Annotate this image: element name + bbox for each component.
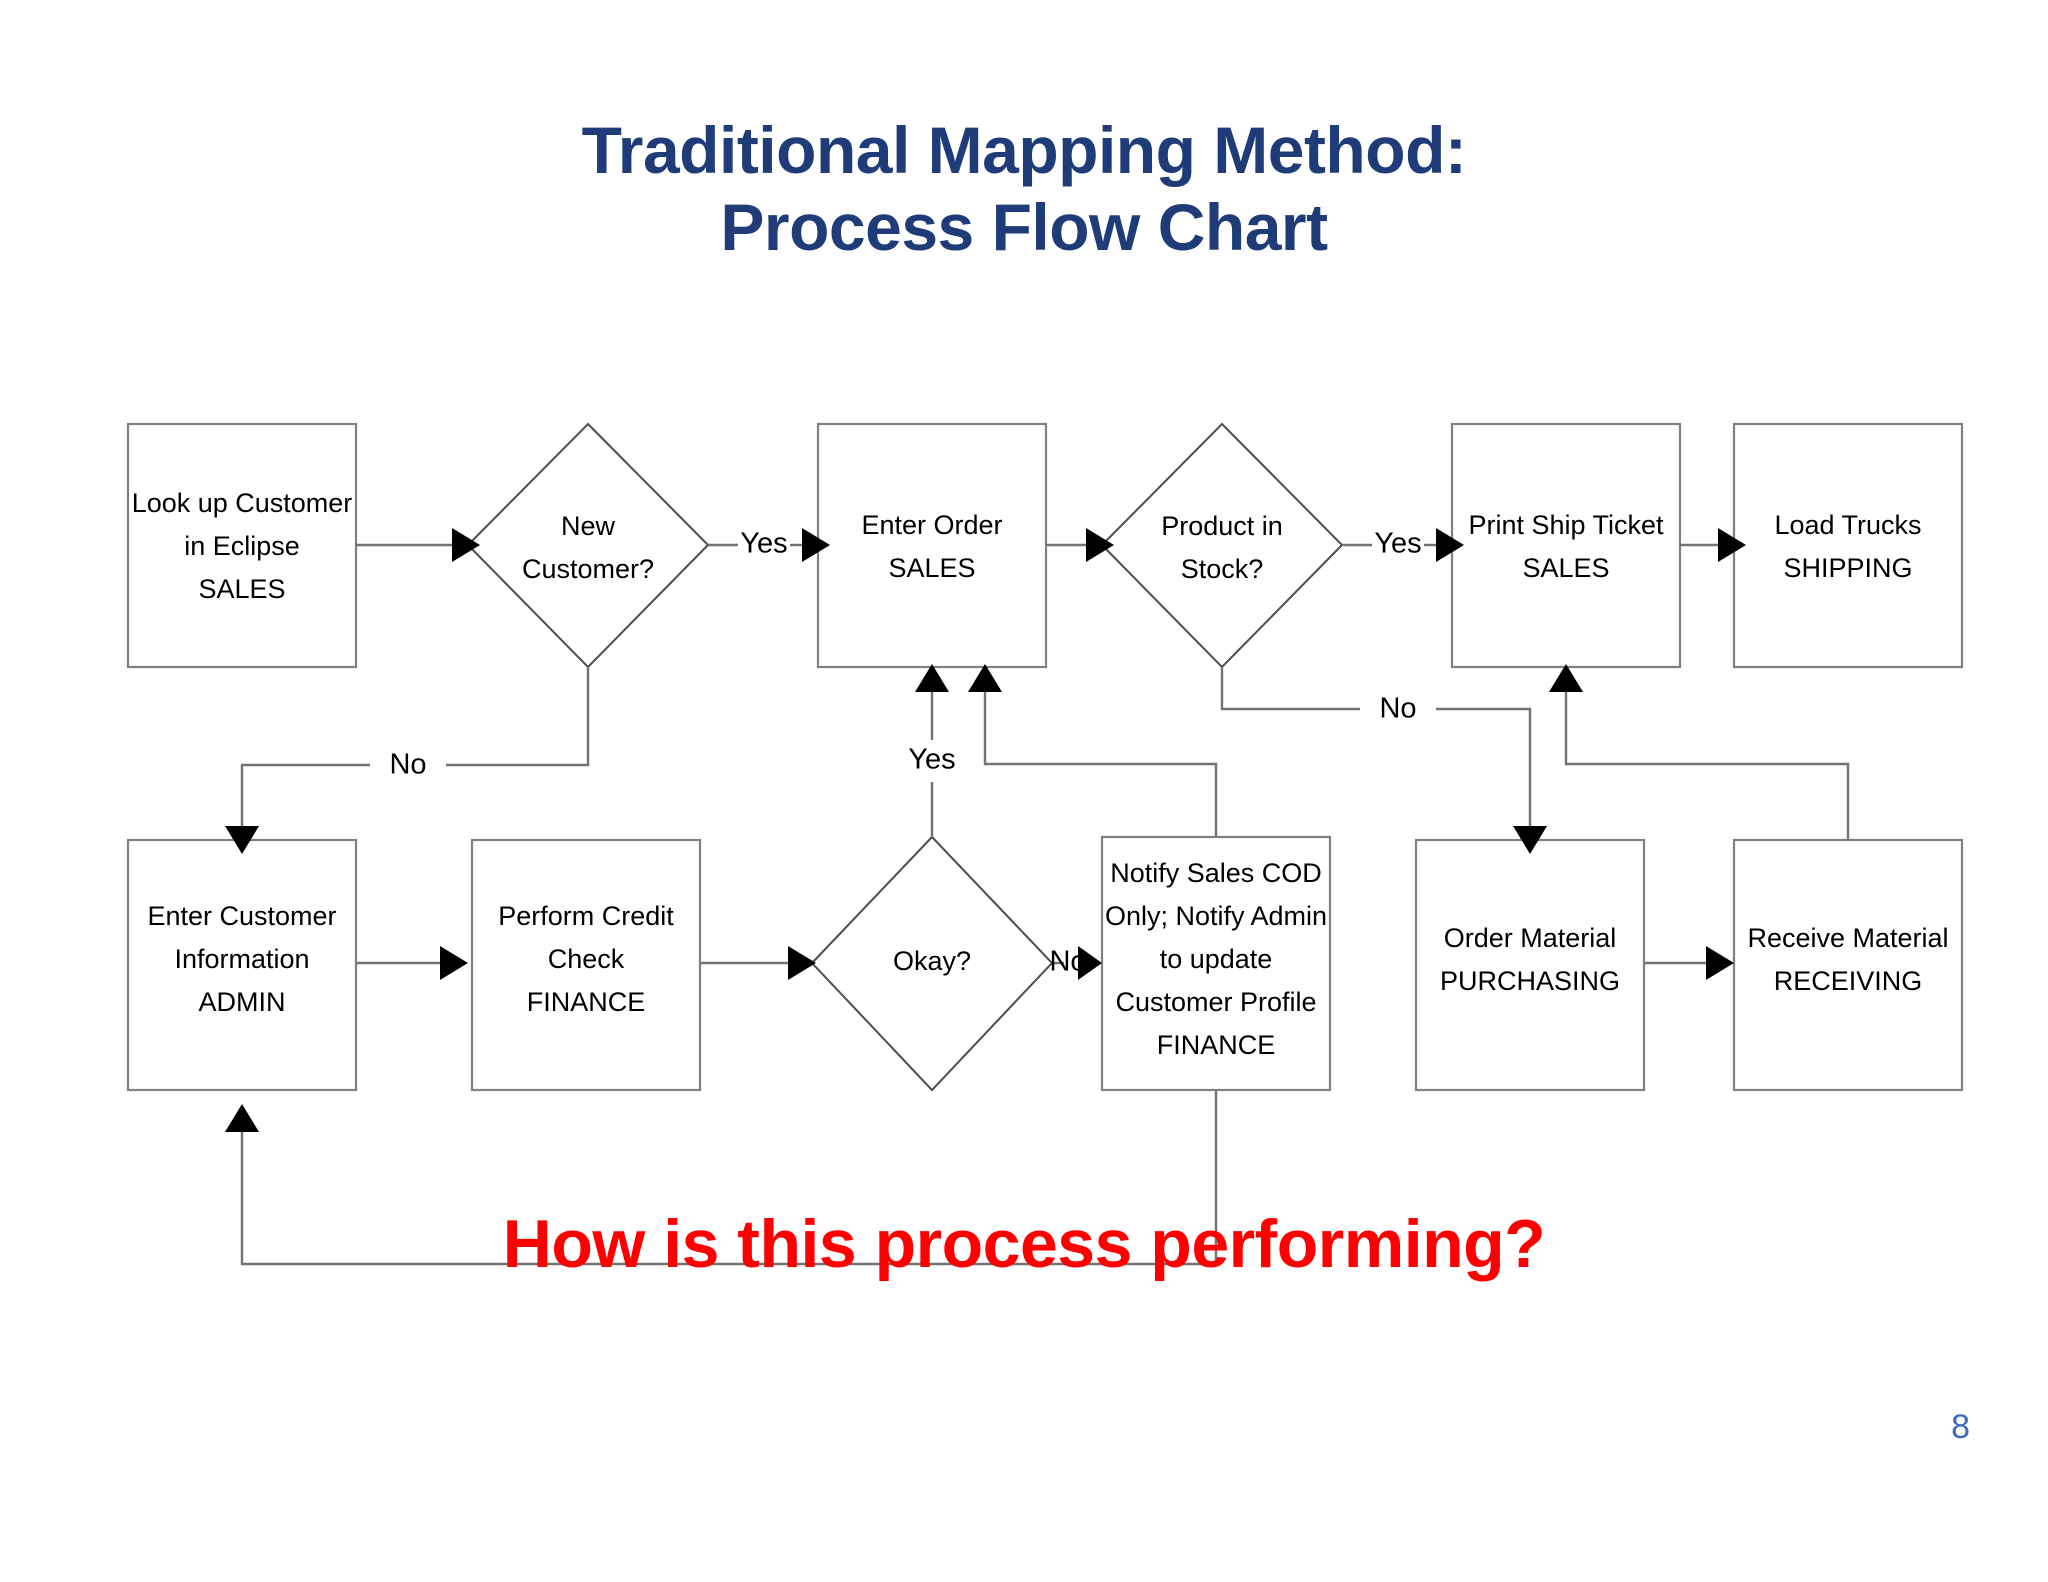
edge-label-no: No [389,749,426,781]
node-shape-diamond [1100,422,1344,669]
node-text-line: SALES [888,553,975,583]
node-text-line: Perform Credit [498,901,674,931]
node-text-line: Enter Customer [147,901,336,931]
node-text-line: Enter Order [861,510,1002,540]
node-shape-rect [1414,838,1646,1092]
node-shape-rect [1100,835,1332,1092]
node-shape-rect [1732,422,1964,669]
node-text-line: Check [548,944,625,974]
node-text-line: Look up Customer [132,488,353,518]
node-text-line: FINANCE [1157,1030,1276,1060]
node-shape-rect [816,422,1048,669]
node-text-line: Notify Sales COD [1110,858,1322,888]
node-order-material[interactable]: Order Material PURCHASING [1414,838,1646,1092]
edge-credit-check-to-okay [700,946,816,980]
node-text-line: FINANCE [527,987,646,1017]
page-title: Traditional Mapping Method: Process Flow… [581,113,1467,264]
node-text-line: Receive Material [1747,923,1948,953]
edge-label-yes: Yes [1374,528,1421,560]
node-text-line: Only; Notify Admin [1105,901,1327,931]
node-text-line: Load Trucks [1774,510,1921,540]
edge-label-no: No [1049,946,1086,978]
edge-notify-to-enter-customer-return [225,1090,1218,1266]
node-text-line: Information [174,944,309,974]
edge-lookup-to-new-customer [356,528,480,562]
edge-okay-no-to-notify-sales-cod: No [1049,946,1102,980]
node-lookup-customer[interactable]: Look up Customer in Eclipse SALES [126,422,358,669]
edge-label-yes: Yes [740,528,787,560]
node-shape-rect [470,838,702,1092]
node-text-line: Customer? [522,554,654,584]
node-text-line: to update [1160,944,1273,974]
node-shape-rect [1450,422,1682,669]
edge-label-backing [890,740,974,782]
edge-new-customer-yes-to-enter-order: Yes [708,528,830,562]
node-shape-diamond [810,835,1054,1092]
node-enter-order[interactable]: Enter Order SALES [816,422,1048,669]
node-text-line: Product in [1161,511,1283,541]
node-text-line: Order Material [1444,923,1617,953]
node-perform-credit-check[interactable]: Perform Credit Check FINANCE [470,838,702,1092]
node-load-trucks[interactable]: Load Trucks SHIPPING [1732,422,1964,669]
node-receive-material[interactable]: Receive Material RECEIVING [1732,838,1964,1092]
node-okay[interactable]: Okay? [810,835,1054,1092]
node-text-line: Stock? [1181,554,1264,584]
node-shape-diamond [466,422,710,669]
edge-notify-to-enter-order [968,664,1218,837]
edge-product-in-stock-no-to-order-material: No [1220,667,1547,854]
node-print-ship-ticket[interactable]: Print Ship Ticket SALES [1450,422,1682,669]
edge-enter-order-to-product-in-stock [1046,528,1114,562]
edge-okay-yes-to-enter-order: Yes [890,664,974,837]
page-number: 8 [1951,1408,1970,1446]
node-enter-customer[interactable]: Enter Customer Information ADMIN [126,838,358,1092]
edge-label-yes: Yes [908,744,955,776]
edge-order-material-to-receive-material [1644,946,1734,980]
node-text-line: RECEIVING [1774,966,1923,996]
edge-print-ship-ticket-to-load-trucks [1680,528,1746,562]
edge-enter-customer-to-credit-check [356,946,468,980]
edge-label-backing [370,745,446,785]
edge-label-backing [1360,689,1436,729]
node-text-line: Okay? [893,946,971,976]
edge-new-customer-no-to-enter-customer: No [225,667,590,854]
node-shape-rect [126,422,358,669]
node-new-customer[interactable]: New Customer? [466,422,710,669]
node-text-line: SHIPPING [1783,553,1912,583]
node-text-line: Print Ship Ticket [1468,510,1664,540]
node-text-line: Customer Profile [1115,987,1316,1017]
node-product-in-stock[interactable]: Product in Stock? [1100,422,1344,669]
node-text-line: SALES [198,574,285,604]
edge-product-in-stock-yes-to-print-ship-ticket: Yes [1342,528,1464,562]
node-shape-rect [1732,838,1964,1092]
node-text-line: PURCHASING [1440,966,1620,996]
edge-label-no: No [1379,693,1416,725]
node-text-line: in Eclipse [184,531,300,561]
node-text-line: New [561,511,616,541]
node-text-line: ADMIN [199,987,286,1017]
node-notify-sales-cod[interactable]: Notify Sales COD Only; Notify Admin to u… [1100,835,1332,1092]
node-text-line: SALES [1522,553,1609,583]
closing-question: How is this process performing? [502,1206,1546,1282]
edge-receive-material-to-print-ship-ticket [1549,664,1850,840]
